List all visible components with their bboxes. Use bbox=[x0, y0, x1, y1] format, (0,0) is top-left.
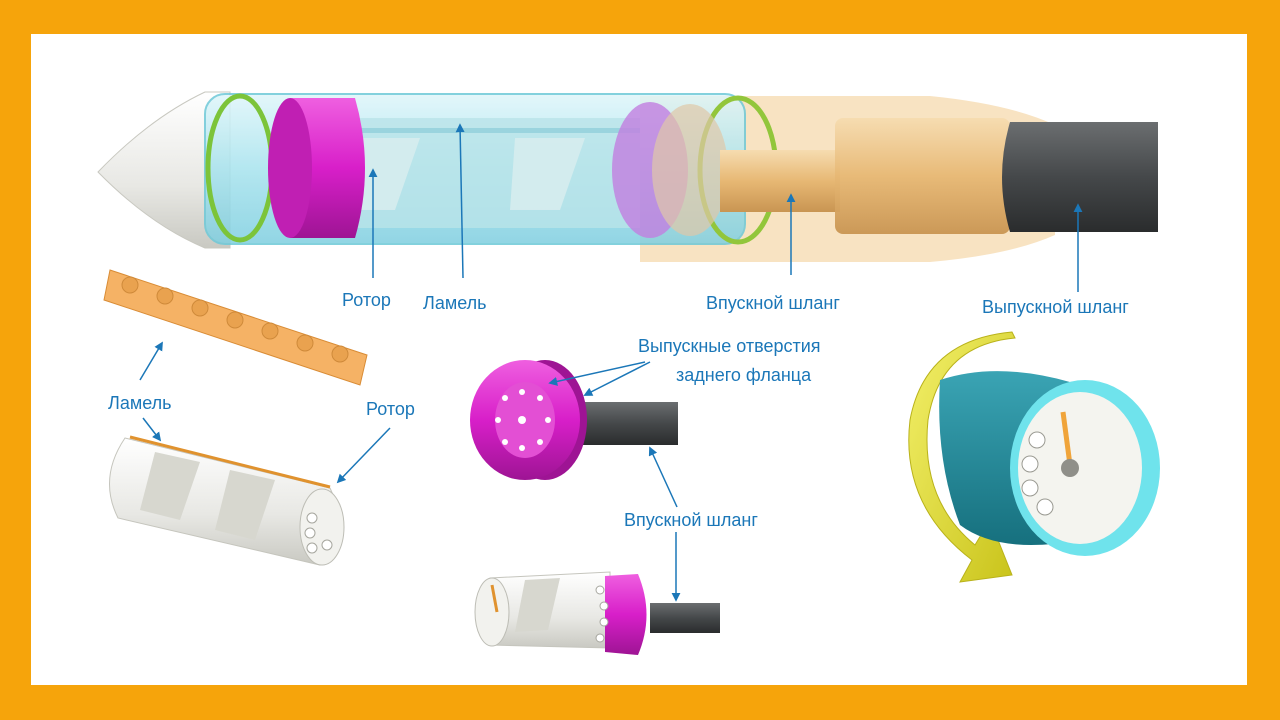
holes-leader-b bbox=[583, 361, 651, 396]
bottom-holes bbox=[595, 585, 609, 643]
lamel-left-leader-down bbox=[142, 417, 162, 442]
inlet-pipe bbox=[720, 150, 840, 212]
lamel-left-leader-up bbox=[139, 341, 163, 381]
inlet-bottom-leader-up bbox=[648, 446, 678, 508]
rotor-end-holes bbox=[304, 512, 333, 554]
bottom-flange bbox=[605, 574, 647, 655]
housing-shaft bbox=[1061, 459, 1079, 477]
rotor-groove-2 bbox=[510, 138, 585, 210]
rotor-cylinder bbox=[109, 435, 345, 566]
lamel-strip bbox=[103, 269, 368, 386]
rotor-lamel-line bbox=[129, 435, 331, 489]
label-lamel-left: Ламель bbox=[108, 393, 172, 413]
rotation-arrow bbox=[908, 331, 1016, 583]
label-inlet-hose-top: Впускной шланг bbox=[706, 293, 840, 313]
lamel-bar bbox=[320, 128, 640, 133]
rotor-end-face bbox=[299, 488, 345, 566]
bottom-hose bbox=[650, 603, 720, 633]
labels: Ротор Ламель Впускной шланг Выпускной шл… bbox=[108, 290, 1129, 530]
label-inlet-hose-bottom: Впускной шланг bbox=[624, 510, 758, 530]
bottom-assembly bbox=[474, 571, 720, 655]
magenta-ring-face bbox=[268, 98, 312, 238]
label-lamel-top: Ламель bbox=[423, 293, 487, 313]
rotor-groove-b bbox=[215, 470, 275, 540]
bottom-groove bbox=[515, 578, 560, 632]
gold-sleeve bbox=[835, 118, 1010, 234]
rotating-housing bbox=[908, 331, 1160, 583]
holes-leader-a bbox=[548, 361, 646, 386]
label-outlet-hose-top: Выпускной шланг bbox=[982, 297, 1129, 317]
rotor-left-leader bbox=[336, 427, 391, 484]
strip-holes bbox=[121, 276, 349, 363]
flange-inlet-hose bbox=[575, 402, 678, 445]
housing-lamel bbox=[1060, 411, 1073, 466]
housing-holes bbox=[1021, 431, 1054, 516]
bottom-rotor-face bbox=[474, 577, 510, 647]
lamel-leader bbox=[455, 123, 465, 279]
label-outlet-holes-1: Выпускные отверстия bbox=[638, 336, 821, 356]
rotor-groove-a bbox=[140, 452, 200, 520]
bottom-lamel bbox=[490, 584, 499, 613]
label-rotor-top: Ротор bbox=[342, 290, 391, 310]
top-leaders bbox=[368, 123, 1083, 292]
label-outlet-holes-2: заднего фланца bbox=[676, 365, 812, 385]
label-rotor-left: Ротор bbox=[366, 399, 415, 419]
flange-assembly bbox=[470, 360, 678, 480]
outlet-hose bbox=[1002, 122, 1158, 232]
flange-holes bbox=[495, 389, 551, 451]
nose-cone bbox=[97, 91, 231, 249]
flange-body bbox=[652, 104, 728, 236]
pump-assembly bbox=[97, 91, 1158, 262]
